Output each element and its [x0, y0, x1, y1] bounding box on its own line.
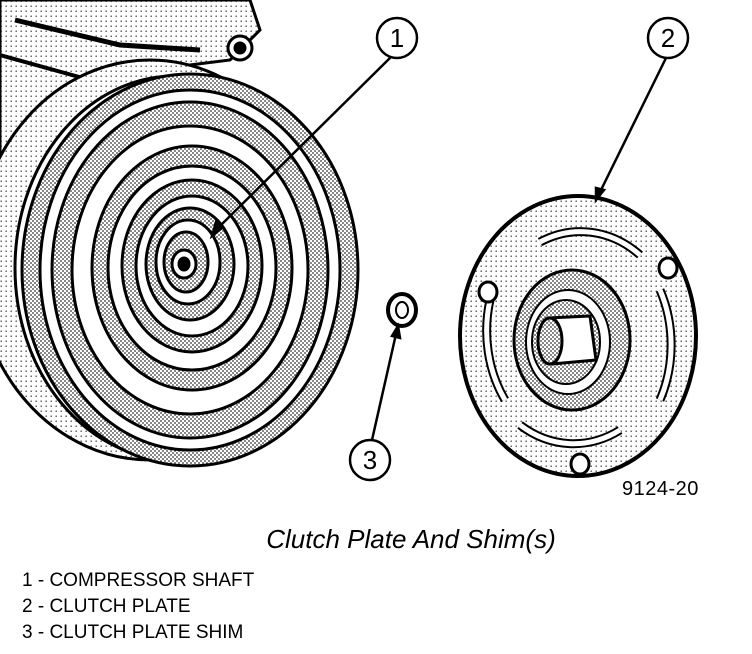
compressor-assembly — [0, 0, 360, 468]
svg-text:2: 2 — [661, 23, 675, 53]
callout-2: 2 — [646, 16, 690, 60]
clutch-plate — [458, 194, 698, 478]
svg-text:1: 1 — [390, 23, 404, 53]
legend-item: 1 - COMPRESSOR SHAFT — [22, 570, 255, 591]
figure-number: 9124-20 — [622, 478, 699, 500]
leader-lines — [209, 55, 668, 441]
callout-legend: 1 - COMPRESSOR SHAFT 2 - CLUTCH PLATE 3 … — [22, 568, 254, 646]
figure-caption: Clutch Plate And Shim(s) — [266, 524, 556, 554]
svg-text:3: 3 — [363, 445, 377, 475]
legend-item: 3 - CLUTCH PLATE SHIM — [22, 622, 244, 643]
legend-item: 2 - CLUTCH PLATE — [22, 596, 191, 617]
clutch-plate-shim — [386, 292, 418, 328]
clutch-exploded-illustration: 1 2 3 — [0, 0, 698, 482]
callout-3: 3 — [348, 438, 392, 482]
callout-1: 1 — [375, 16, 419, 60]
